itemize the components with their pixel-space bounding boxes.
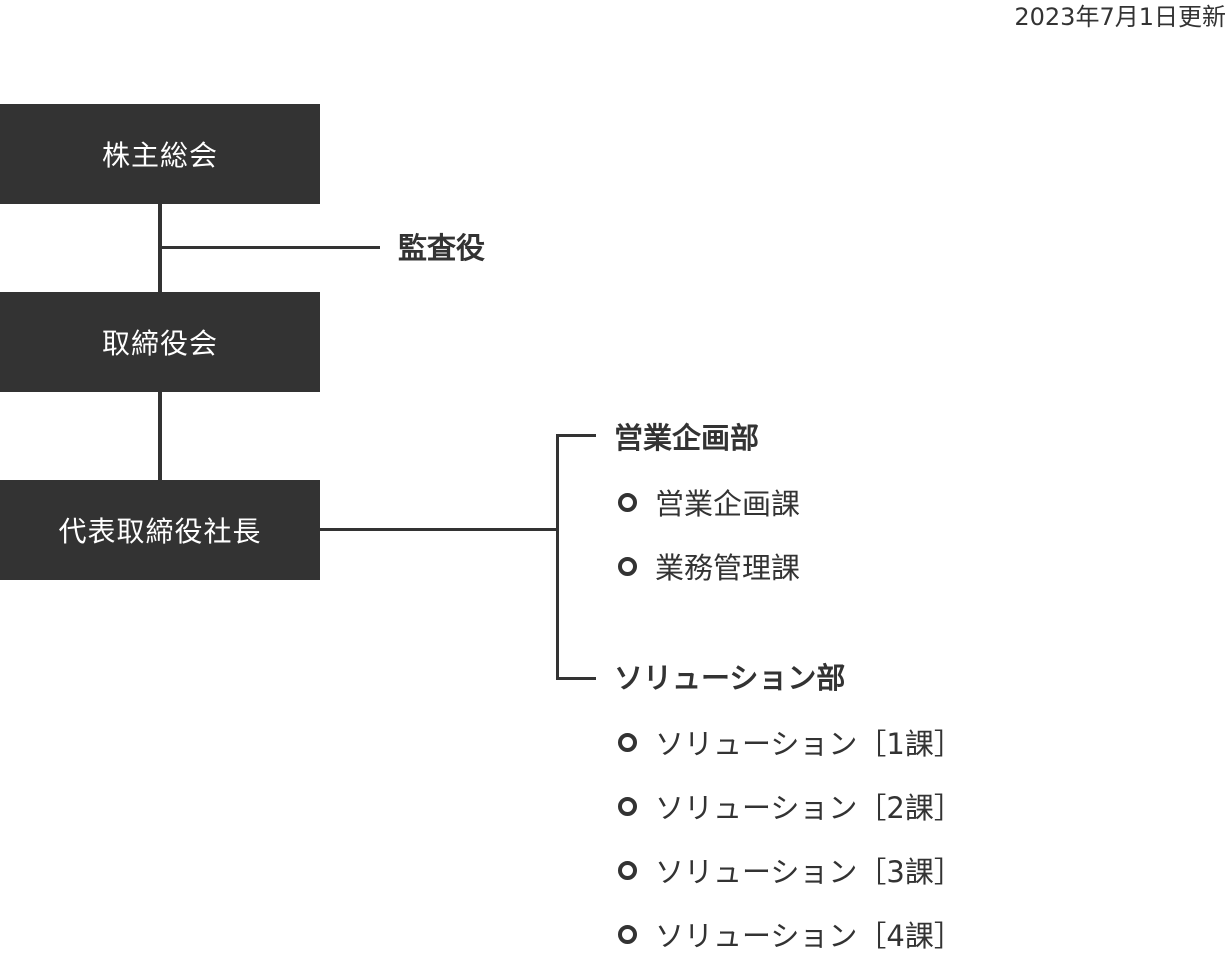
- circle-bullet-icon: [618, 732, 637, 752]
- dept-solution-connector: [556, 677, 596, 680]
- section-label: 営業企画課: [655, 487, 801, 521]
- section-label: ソリューション［2課］: [655, 791, 963, 825]
- section-label: 業務管理課: [655, 551, 801, 585]
- dept-sales-planning-sections: 営業企画課 業務管理課: [618, 470, 800, 598]
- auditor-connector: [160, 246, 380, 249]
- section-item: 業務管理課: [618, 534, 800, 598]
- shareholders-box: 株主総会: [0, 104, 320, 204]
- section-label: ソリューション［4課］: [655, 919, 963, 953]
- circle-bullet-icon: [618, 924, 637, 944]
- dept-sales-planning-connector: [556, 434, 596, 437]
- section-label: ソリューション［3課］: [655, 855, 963, 889]
- section-item: ソリューション［1課］: [618, 710, 963, 774]
- departments-vertical-connector: [556, 434, 559, 680]
- dept-solution-title: ソリューション部: [614, 661, 846, 695]
- section-item: 営業企画課: [618, 470, 800, 534]
- dept-solution-sections: ソリューション［1課］ ソリューション［2課］ ソリューション［3課］ ソリュー…: [618, 710, 963, 966]
- president-box: 代表取締役社長: [0, 480, 320, 580]
- auditor-label: 監査役: [398, 231, 486, 265]
- board-president-connector: [158, 392, 162, 480]
- circle-bullet-icon: [618, 860, 637, 880]
- update-date: 2023年7月1日更新: [1014, 3, 1226, 31]
- circle-bullet-icon: [618, 492, 637, 512]
- section-item: ソリューション［3課］: [618, 838, 963, 902]
- section-item: ソリューション［2課］: [618, 774, 963, 838]
- section-item: ソリューション［4課］: [618, 902, 963, 966]
- circle-bullet-icon: [618, 556, 637, 576]
- president-departments-connector: [320, 528, 558, 531]
- board-box: 取締役会: [0, 292, 320, 392]
- circle-bullet-icon: [618, 796, 637, 816]
- section-label: ソリューション［1課］: [655, 727, 963, 761]
- dept-sales-planning-title: 営業企画部: [614, 421, 760, 455]
